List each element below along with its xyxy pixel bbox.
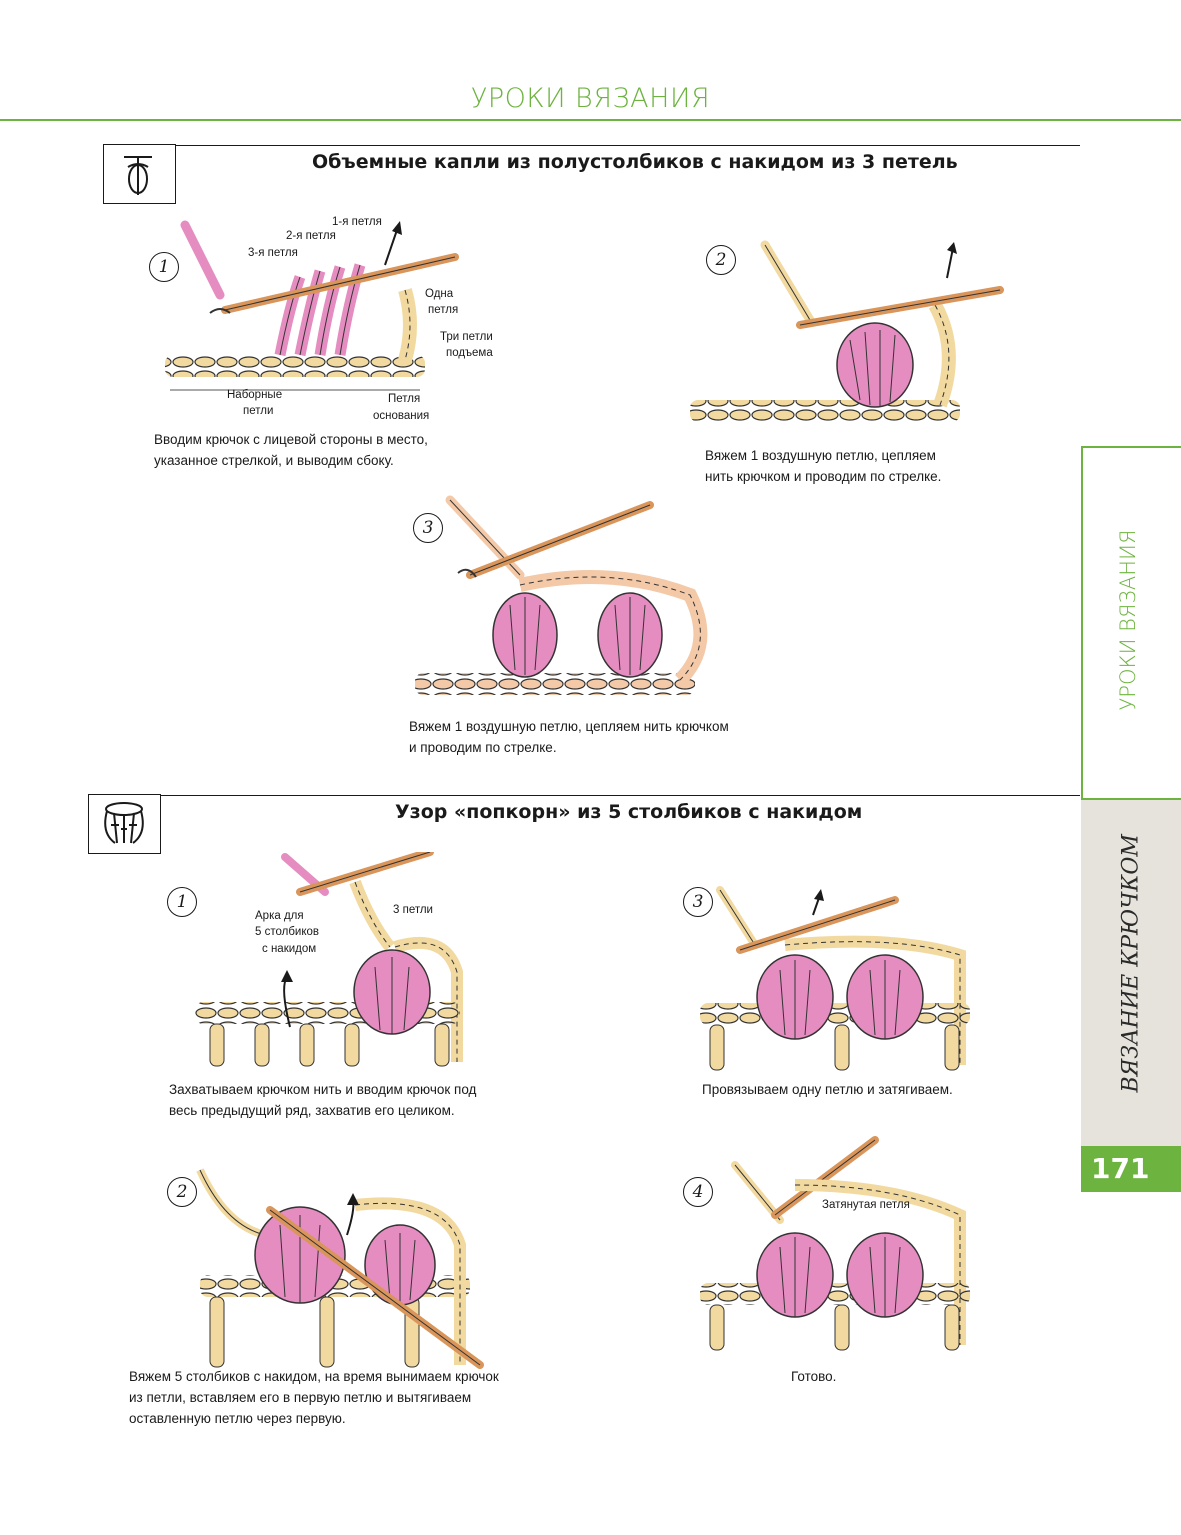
section1-step2-illustration: [690, 240, 1004, 422]
section1-rule: [175, 145, 1080, 146]
label-loop-1: 1-я петля: [332, 216, 382, 228]
label-tightened-loop: Затянутая петля: [822, 1199, 910, 1211]
label-three-loops-2: 3 петли: [393, 904, 433, 916]
section2-step2-illustration: [196, 1168, 484, 1369]
label-base-loop-2: основания: [373, 410, 430, 422]
section1-step2-number: 2: [706, 245, 736, 275]
label-rise: подъема: [446, 347, 493, 359]
label-arch-1: Арка для: [255, 910, 304, 922]
section2-step1-number: 1: [167, 887, 197, 917]
label-three-loops: Три петли: [440, 331, 493, 343]
page-header-title: УРОКИ ВЯЗАНИЯ: [470, 83, 711, 114]
section1-symbol-box: [103, 144, 176, 204]
section1-step3-illustration: [415, 495, 708, 695]
popcorn-stitch-symbol-icon: [104, 802, 144, 844]
label-foundation-chain-2: петли: [243, 405, 274, 417]
label-arch-2: 5 столбиков: [255, 926, 320, 938]
section2-title: Узор «попкорн» из 5 столбиков с накидом: [395, 801, 863, 823]
side-tab-section: УРОКИ ВЯЗАНИЯ: [1081, 446, 1181, 800]
side-tab-section-label: УРОКИ ВЯЗАНИЯ: [1116, 529, 1140, 711]
section2-step3-illustration: [700, 886, 970, 1071]
page-number-badge: 171: [1081, 1146, 1181, 1192]
section1-step1-caption: Вводим крючок с лицевой стороны в место,…: [154, 432, 428, 468]
section2-step1-caption: Захватываем крючком нить и вводим крючок…: [169, 1082, 477, 1118]
section2-step1-illustration: [195, 852, 463, 1067]
label-base-loop: Петля: [388, 393, 421, 405]
side-tab-chapter: ВЯЗАНИЕ КРЮЧКОМ: [1081, 800, 1181, 1146]
section1-step3-number: 3: [413, 513, 443, 543]
section1-step1-illustration: [165, 220, 459, 391]
side-tab-chapter-label: ВЯЗАНИЕ КРЮЧКОМ: [1118, 834, 1144, 1093]
section2-step4-caption: Готово.: [791, 1369, 837, 1384]
section2-rule: [160, 795, 1080, 796]
section1-step3-caption: Вяжем 1 воздушную петлю, цепляем нить кр…: [409, 719, 729, 755]
section2-step2-caption: Вяжем 5 столбиков с накидом, на время вы…: [129, 1369, 499, 1426]
header-divider: [0, 119, 1181, 121]
section1-step2-caption: Вяжем 1 воздушную петлю, цепляем нить кр…: [705, 448, 942, 484]
section1-step1-number: 1: [149, 252, 179, 282]
section2-symbol-box: [88, 794, 161, 854]
section1-title: Объемные капли из полустолбиков с накидо…: [312, 151, 958, 173]
label-loop-3: 3-я петля: [248, 247, 298, 259]
section2-step3-caption: Провязываем одну петлю и затягиваем.: [702, 1082, 953, 1097]
label-one: Одна: [425, 288, 454, 300]
section2-step4-illustration: [700, 1136, 970, 1351]
half-double-crochet-symbol-icon: [124, 156, 152, 195]
label-loop: петля: [428, 304, 459, 316]
label-loop-2: 2-я петля: [286, 230, 336, 242]
label-foundation-chain: Наборные: [227, 389, 283, 401]
section2-step3-number: 3: [683, 887, 713, 917]
label-arch-3: с накидом: [262, 943, 317, 955]
section2-step2-number: 2: [167, 1177, 197, 1207]
section2-step4-number: 4: [683, 1177, 713, 1207]
